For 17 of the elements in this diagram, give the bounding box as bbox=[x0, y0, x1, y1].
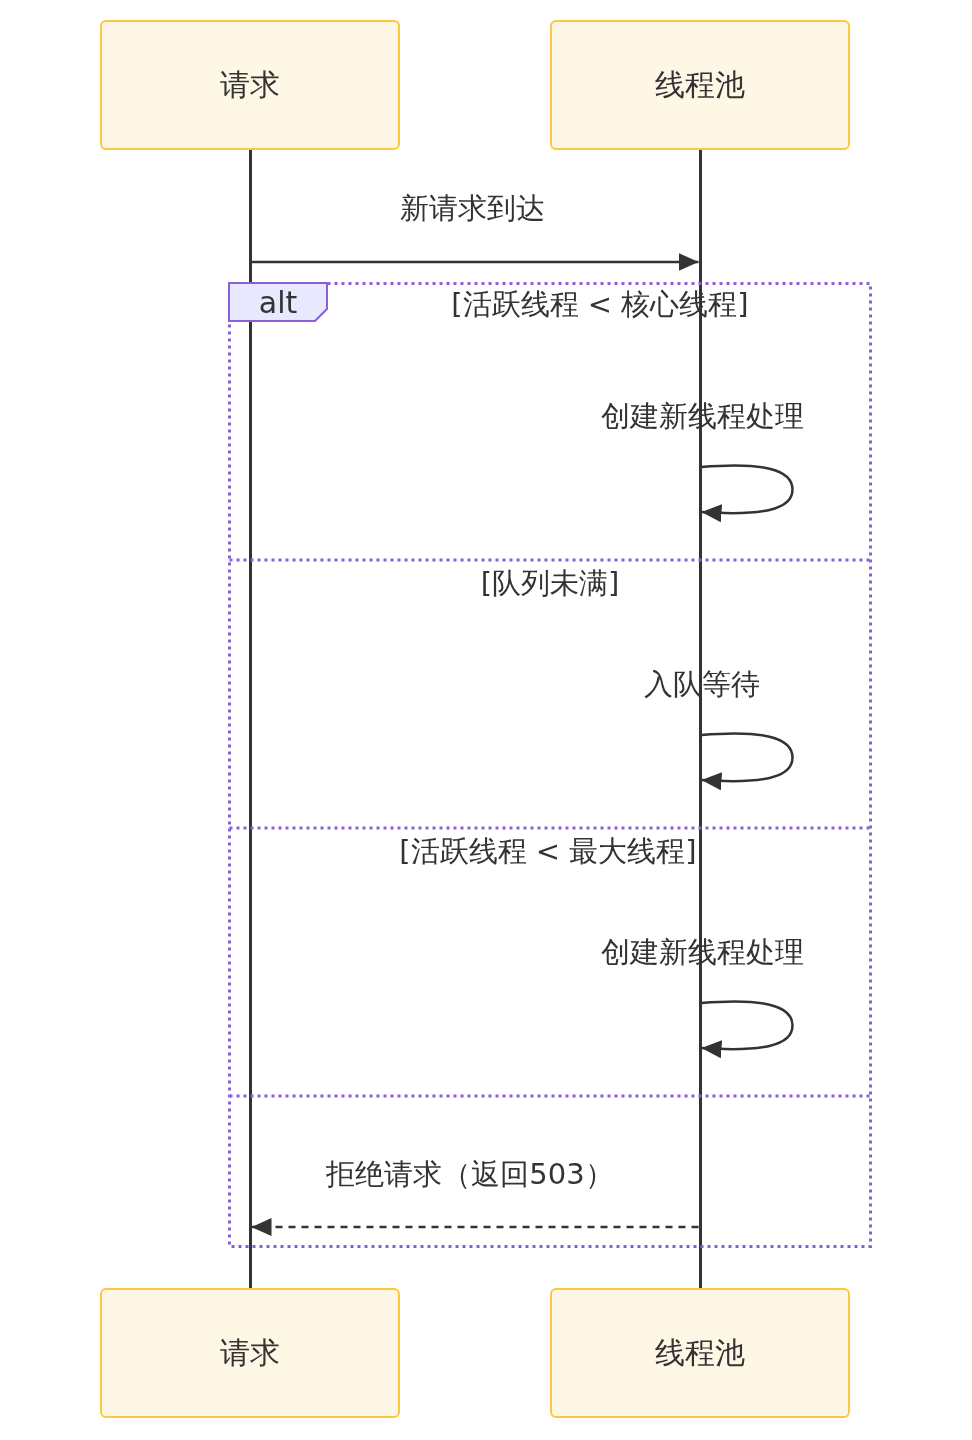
self-message-arrow bbox=[701, 1000, 794, 1059]
message-label: 拒绝请求（返回503） bbox=[326, 1158, 614, 1192]
message-label: 入队等待 bbox=[644, 668, 760, 702]
participant-box: 线程池 bbox=[550, 20, 850, 150]
alt-tab: alt bbox=[228, 282, 328, 322]
self-message-arrow bbox=[701, 732, 794, 791]
participant-box: 线程池 bbox=[550, 1288, 850, 1418]
alt-frame bbox=[228, 282, 872, 1248]
condition-label: [队列未满] bbox=[480, 567, 620, 601]
message-arrow bbox=[251, 1218, 699, 1236]
participant-box: 请求 bbox=[100, 1288, 400, 1418]
lifeline bbox=[248, 150, 252, 1288]
self-message-arrow bbox=[701, 464, 794, 523]
participant-box: 请求 bbox=[100, 20, 400, 150]
message-arrow bbox=[251, 253, 699, 271]
message-label: 新请求到达 bbox=[399, 192, 545, 226]
condition-label: [活跃线程 < 最大线程] bbox=[399, 835, 697, 869]
